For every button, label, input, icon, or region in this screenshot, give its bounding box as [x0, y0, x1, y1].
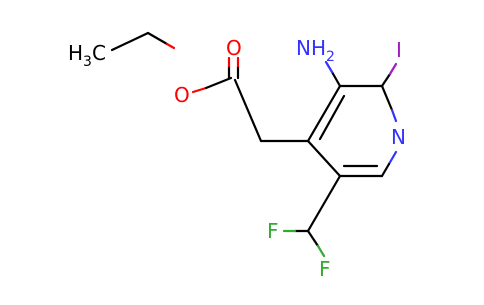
methyl-label: H3C [68, 41, 106, 70]
bond-methyl-methylene [110, 31, 150, 52]
ring-nitrogen-label: N [391, 125, 406, 149]
fluorine-1-label: F [267, 219, 279, 243]
ring-bond-c4-c3 [306, 84, 342, 143]
bond-ring-iodine-purple [388, 62, 398, 76]
ring-bond-c2-n-blue [390, 108, 398, 123]
ring-bond-c2-n [380, 84, 394, 112]
bond-methylene-oxygen-red [165, 42, 176, 50]
bond-oxygen-carbonyl [204, 76, 233, 90]
ring-bond-n-c6-blue [387, 150, 398, 166]
bond-oxygen-carbonyl-red [191, 86, 208, 94]
bond-ring-difluoromethyl [306, 174, 342, 233]
bond-ring-amino-blue [324, 60, 334, 74]
bond-carbon-fluorine-2 [306, 229, 320, 248]
ester-oxygen-label: O [174, 83, 190, 107]
bond-ring-iodine [380, 72, 392, 88]
iodine-label: I [396, 38, 402, 62]
ring-bond-c4-c3-inner [318, 94, 346, 141]
bond-ring-amino [330, 70, 342, 88]
bond-carbonyl-methylene [233, 78, 263, 143]
ring-bond-c5-c4 [306, 139, 342, 178]
carbonyl-oxygen-label: O [226, 36, 242, 60]
bond-carbon-fluorine-2-green [316, 244, 326, 258]
ring-bond-n-c6 [380, 162, 391, 178]
fluorine-2-label: F [319, 257, 331, 281]
bond-methylene-oxygen [146, 31, 169, 46]
amino-label: NH2 [296, 36, 335, 65]
